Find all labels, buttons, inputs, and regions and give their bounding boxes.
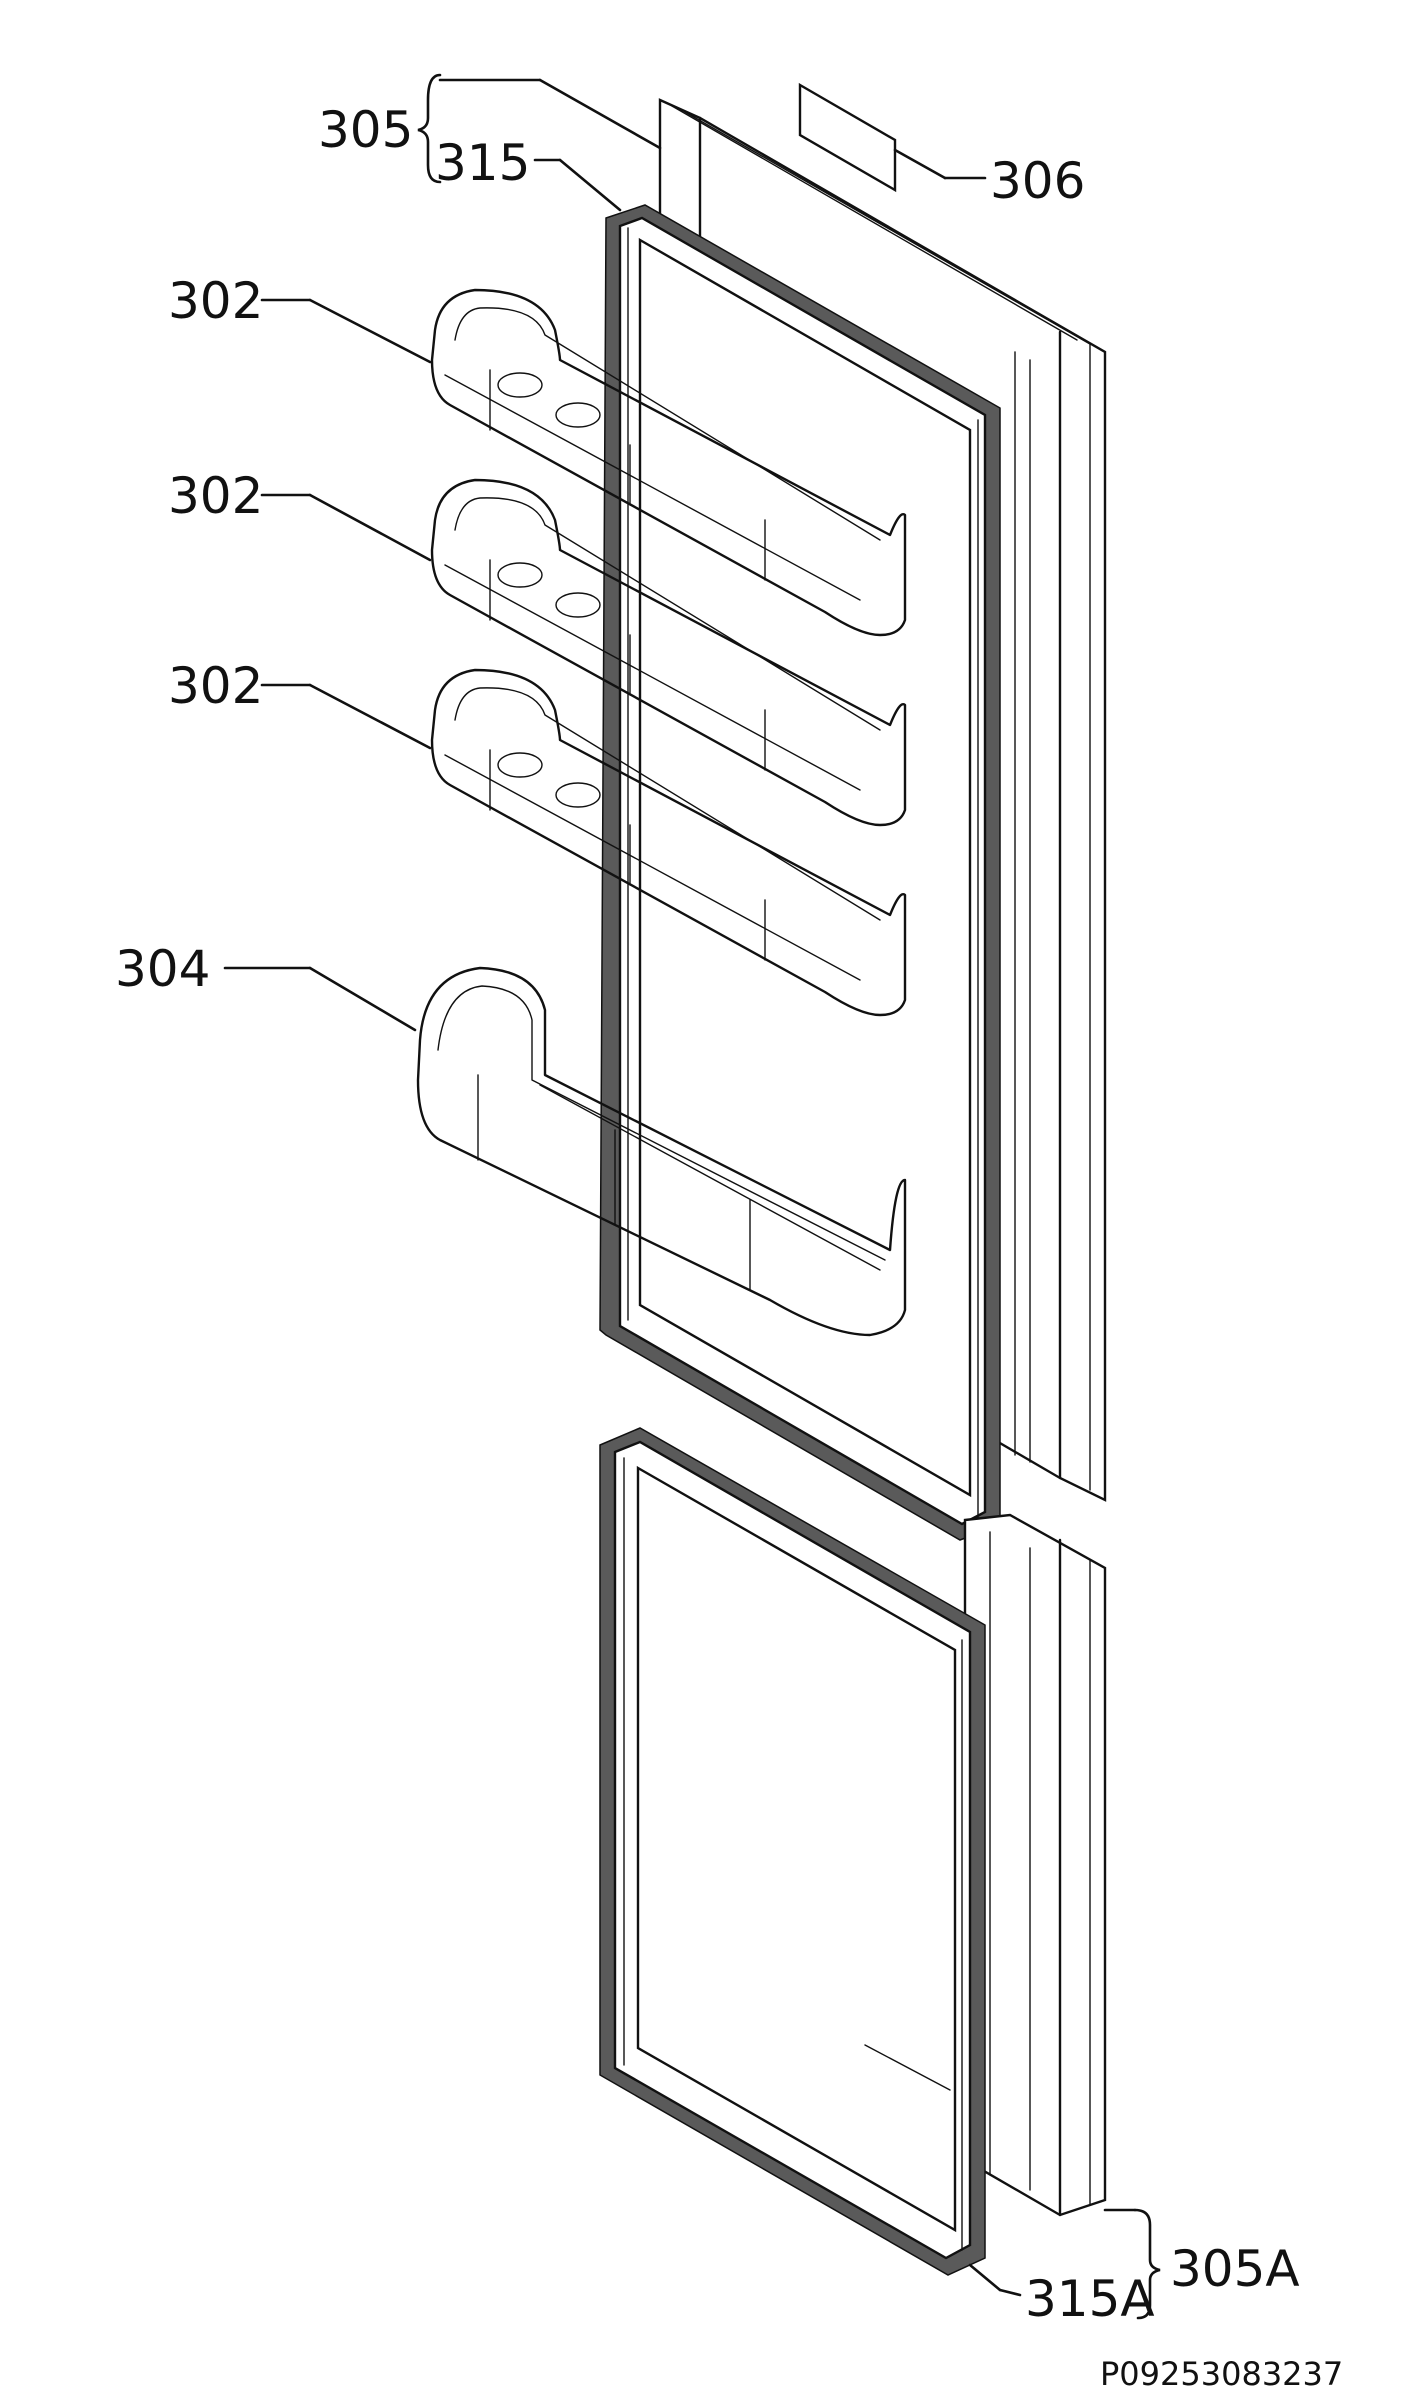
leader-315A-b <box>998 2288 1022 2297</box>
lower-door-gasket <box>599 1427 986 2276</box>
leader-302-3b <box>308 683 432 750</box>
callout-304: 304 <box>115 940 210 998</box>
callout-306: 306 <box>990 152 1085 210</box>
leader-302-1b <box>308 298 432 364</box>
callout-305: 305 <box>318 101 413 159</box>
drawing-reference: P09253083237 <box>1100 2355 1343 2393</box>
leader-306 <box>893 148 947 180</box>
door-shelf-1 <box>430 288 907 637</box>
brace-305A <box>1133 2208 1161 2320</box>
leader-315-b <box>558 158 622 212</box>
door-shelf-2 <box>430 478 907 827</box>
brace-305 <box>417 73 442 184</box>
callout-302-1: 302 <box>168 272 263 330</box>
callout-315A: 315A <box>1025 2270 1155 2328</box>
bottle-shelf <box>416 966 907 1337</box>
door-shelf-3 <box>430 668 907 1017</box>
leader-304-b <box>308 966 417 1032</box>
lower-door-panel <box>963 1513 1107 2217</box>
callout-305A: 305A <box>1170 2240 1300 2298</box>
leader-305-b <box>538 78 662 150</box>
leader-lines <box>223 73 1161 2320</box>
leader-315A <box>968 2263 1002 2292</box>
callout-302-2: 302 <box>168 467 263 525</box>
upper-door-gasket <box>599 204 1001 1541</box>
label-plate <box>798 82 897 193</box>
callout-302-3: 302 <box>168 657 263 715</box>
callout-315: 315 <box>435 134 530 192</box>
leader-302-2b <box>308 493 432 562</box>
